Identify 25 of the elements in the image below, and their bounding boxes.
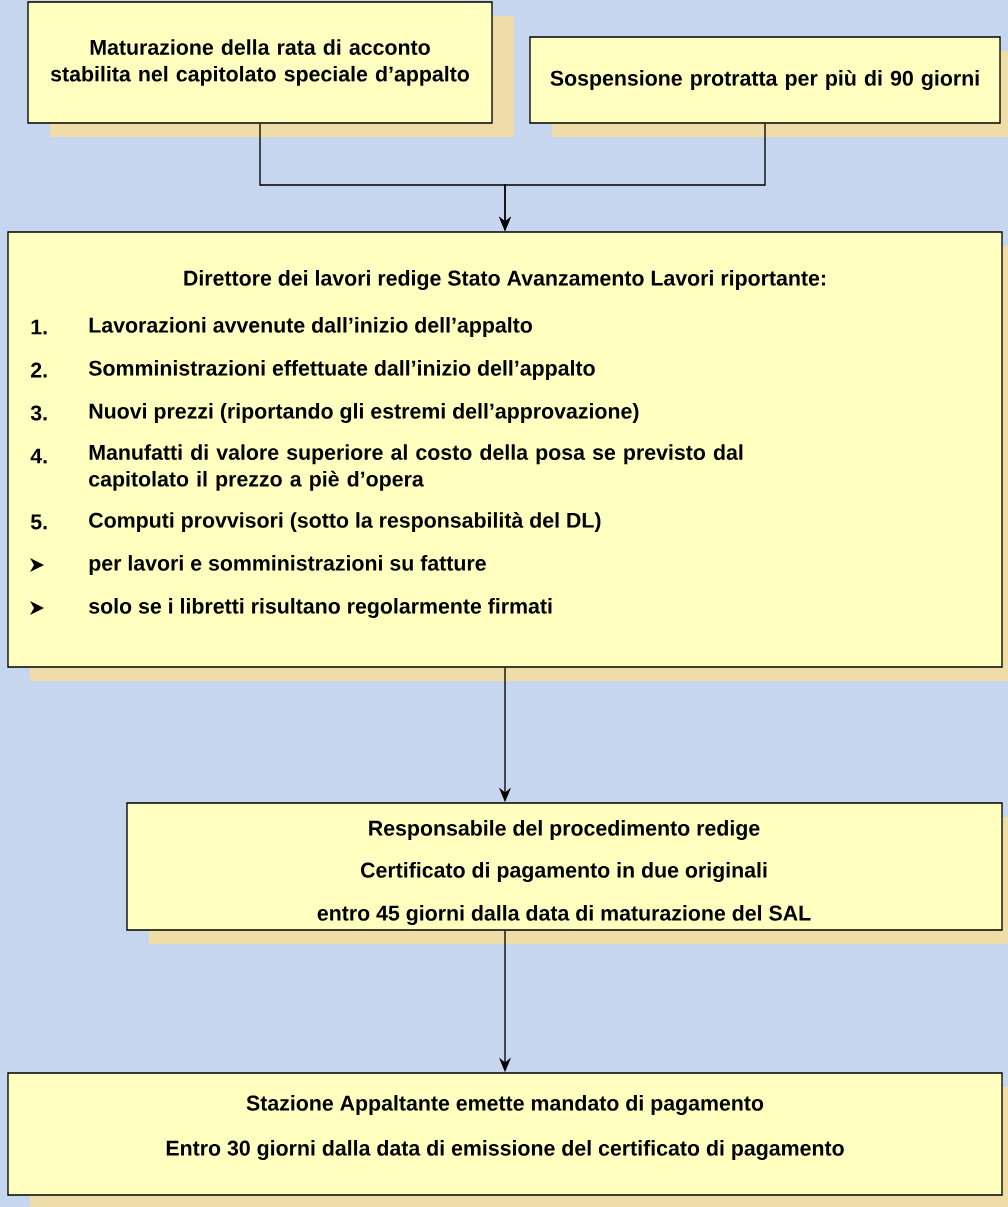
box-text: 5. xyxy=(30,514,47,530)
process-box xyxy=(126,802,1008,944)
box-text: 3. xyxy=(30,405,47,421)
box-text: Stazione Appaltante emette mandato di pagamento xyxy=(246,1095,764,1115)
box-text: Manufatti di valore superiore al costo della posa se previsto dal capitolato il prezzo a piè d’opera xyxy=(89,444,743,491)
box-text: solo se i libretti risultano regolarmente firmati xyxy=(89,598,552,618)
box-text: Certificato di pagamento in due originali xyxy=(361,862,767,882)
box-text: Responsabile del procedimento redige xyxy=(369,820,760,840)
box-text: 1. xyxy=(31,319,47,335)
box-text: Maturazione della rata di acconto stabilita nel capitolato speciale d’appalto xyxy=(50,39,469,86)
box-text: 4. xyxy=(30,448,47,464)
box-text: per lavori e somministrazioni su fatture xyxy=(89,555,486,575)
box-text: entro 45 giorni dalla data di maturazione del SAL xyxy=(317,905,811,925)
process-box xyxy=(7,1072,1008,1207)
process-box xyxy=(27,1,514,137)
box-text: Somministrazioni effettuate dall’inizio dell’appalto xyxy=(88,360,595,380)
process-box xyxy=(7,231,1008,681)
process-box xyxy=(529,36,1008,137)
box-text: Lavorazioni avvenute dall’inizio dell’appalto xyxy=(89,317,532,337)
box-text: Computi provvisori (sotto la responsabilità del DL) xyxy=(89,512,601,533)
box-text: 2. xyxy=(31,362,47,378)
box-text: Direttore dei lavori redige Stato Avanzamento Lavori riportante: xyxy=(184,270,825,290)
box-text: Entro 30 giorni dalla data di emissione del certificato di pagamento xyxy=(166,1140,844,1160)
box-text: Sospensione protratta per più di 90 giorni xyxy=(550,69,979,91)
box-text: Nuovi prezzi (riportando gli estremi dell’approvazione) xyxy=(89,403,639,423)
